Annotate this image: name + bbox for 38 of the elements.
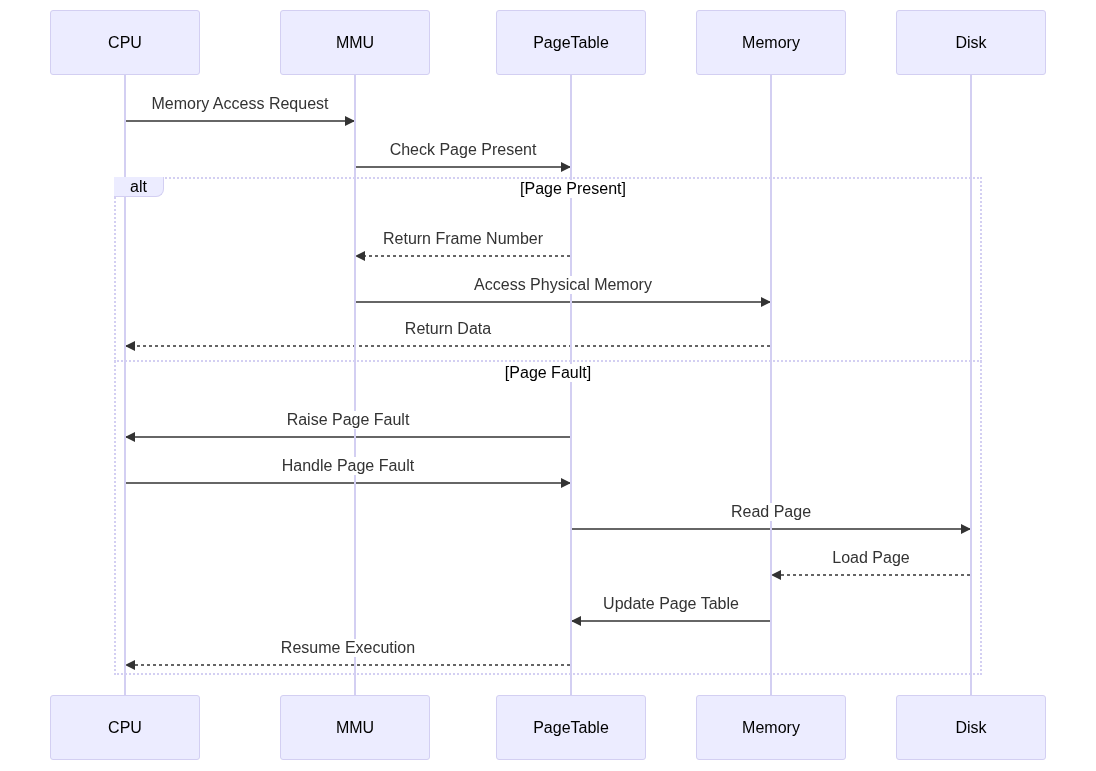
frame-tab: alt bbox=[114, 177, 164, 197]
lifeline bbox=[124, 75, 126, 695]
message-label: Memory Access Request bbox=[151, 95, 329, 113]
message-label: Resume Execution bbox=[280, 639, 416, 657]
message-label: Update Page Table bbox=[603, 595, 739, 613]
message-label: Handle Page Fault bbox=[281, 457, 415, 475]
lifeline bbox=[770, 75, 772, 695]
participant-box: CPU bbox=[50, 695, 200, 760]
condition-label: [Page Fault] bbox=[504, 364, 592, 382]
participant-box: PageTable bbox=[496, 10, 646, 75]
participant-box: Memory bbox=[696, 695, 846, 760]
lifeline bbox=[570, 75, 572, 695]
participant-box: MMU bbox=[280, 695, 430, 760]
participant-box: MMU bbox=[280, 10, 430, 75]
participant-box: Disk bbox=[896, 10, 1046, 75]
message-arrow bbox=[571, 524, 971, 534]
participant-box: PageTable bbox=[496, 695, 646, 760]
message-arrow bbox=[355, 251, 571, 261]
message-label: Access Physical Memory bbox=[474, 276, 652, 294]
participant-box: Disk bbox=[896, 695, 1046, 760]
message-label: Raise Page Fault bbox=[286, 411, 410, 429]
message-arrow bbox=[125, 478, 571, 488]
message-label: Read Page bbox=[730, 503, 812, 521]
message-arrow bbox=[355, 297, 771, 307]
participant-box: CPU bbox=[50, 10, 200, 75]
message-arrow bbox=[355, 162, 571, 172]
participant-box: Memory bbox=[696, 10, 846, 75]
message-label: Load Page bbox=[832, 549, 910, 567]
message-arrow bbox=[571, 616, 771, 626]
lifeline bbox=[970, 75, 972, 695]
message-arrow bbox=[125, 432, 571, 442]
message-arrow bbox=[125, 116, 355, 126]
condition-label: [Page Present] bbox=[520, 180, 626, 198]
message-arrow bbox=[771, 570, 971, 580]
message-arrow bbox=[125, 341, 771, 351]
message-label: Check Page Present bbox=[389, 141, 537, 159]
lifeline bbox=[354, 75, 356, 695]
message-arrow bbox=[125, 660, 571, 670]
